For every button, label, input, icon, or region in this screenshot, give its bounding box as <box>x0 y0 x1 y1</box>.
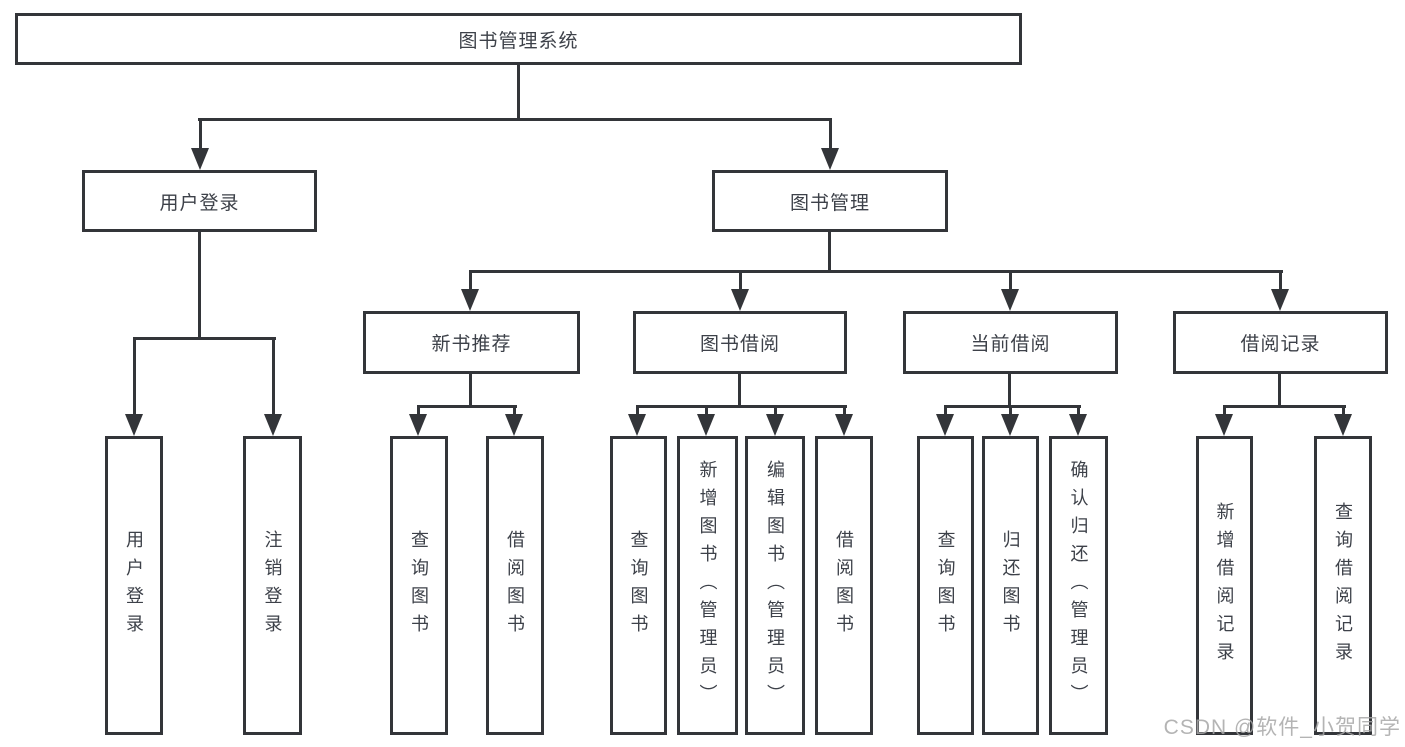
arrow-to-leaf-logout <box>264 337 282 436</box>
leaf-label: 查询图书 <box>409 529 429 642</box>
edge-book-borrow-stem <box>738 374 741 408</box>
leaf-label: 借阅图书 <box>505 529 525 642</box>
node-user-login: 用户登录 <box>82 170 317 232</box>
edge-book-mgmt-fork <box>469 270 1283 273</box>
arrow-leaf <box>1334 405 1352 436</box>
arrow-to-user-login <box>191 118 209 170</box>
leaf-label: 新增借阅记录 <box>1214 501 1235 670</box>
leaf-logout-login: 注销登录 <box>243 436 302 735</box>
node-book-borrow: 图书借阅 <box>633 311 847 374</box>
arrow-to-book-management <box>821 118 839 170</box>
node-new-book-recommend-label: 新书推荐 <box>431 334 512 355</box>
leaf-edit-books-admin: 编辑图书（管理员） <box>745 436 805 735</box>
edge-borrow-records-stem <box>1278 374 1281 408</box>
leaf-add-borrow-record: 新增借阅记录 <box>1196 436 1253 735</box>
arrow-to-new-book-recommend <box>461 270 479 311</box>
arrow-leaf <box>835 405 853 436</box>
leaf-borrow-books-recommend: 借阅图书 <box>486 436 544 735</box>
node-root-label: 图书管理系统 <box>458 30 579 52</box>
edge-root-stem <box>517 65 520 121</box>
leaf-label: 查询借阅记录 <box>1333 501 1353 670</box>
node-current-borrow-label: 当前借阅 <box>970 334 1051 355</box>
node-borrow-records: 借阅记录 <box>1173 311 1388 374</box>
leaf-label: 新增图书（管理员） <box>697 459 718 712</box>
arrow-leaf <box>766 405 784 436</box>
arrow-leaf <box>409 405 427 436</box>
leaf-query-books-current: 查询图书 <box>917 436 974 735</box>
leaf-label: 注销登录 <box>262 529 283 642</box>
edge-current-borrow-fork <box>944 405 1081 408</box>
edge-user-login-fork <box>133 337 276 340</box>
arrow-to-leaf-user-login <box>125 337 143 436</box>
edge-current-borrow-stem <box>1008 374 1011 408</box>
leaf-user-login: 用户登录 <box>105 436 163 735</box>
leaf-label: 归还图书 <box>1000 529 1021 642</box>
leaf-label: 查询图书 <box>935 529 956 642</box>
edge-book-mgmt-stem <box>828 232 831 273</box>
leaf-query-borrow-record: 查询借阅记录 <box>1314 436 1372 735</box>
arrow-leaf <box>697 405 715 436</box>
leaf-query-books-recommend: 查询图书 <box>390 436 448 735</box>
edge-root-fork <box>198 118 831 121</box>
node-user-login-label: 用户登录 <box>159 192 240 214</box>
edge-book-borrow-fork <box>636 405 847 408</box>
leaf-add-books-admin: 新增图书（管理员） <box>677 436 738 735</box>
leaf-label: 查询图书 <box>628 529 649 642</box>
edge-user-login-stem <box>198 232 201 340</box>
arrow-leaf <box>628 405 646 436</box>
leaf-return-books: 归还图书 <box>982 436 1039 735</box>
leaf-query-books-borrow: 查询图书 <box>610 436 667 735</box>
leaf-label: 确认归还（管理员） <box>1068 459 1089 712</box>
leaf-label: 用户登录 <box>124 529 144 642</box>
node-new-book-recommend: 新书推荐 <box>363 311 580 374</box>
arrow-leaf <box>505 405 523 436</box>
leaf-label: 编辑图书（管理员） <box>765 459 785 712</box>
edge-new-book-stem <box>469 374 472 408</box>
arrow-to-borrow-records <box>1271 270 1289 311</box>
node-borrow-records-label: 借阅记录 <box>1240 334 1321 355</box>
arrow-leaf <box>1069 405 1087 436</box>
csdn-watermark: CSDN @软件_小贺同学 <box>1163 716 1401 739</box>
arrow-leaf <box>1001 405 1019 436</box>
node-current-borrow: 当前借阅 <box>903 311 1118 374</box>
leaf-label: 借阅图书 <box>834 529 854 642</box>
arrow-to-book-borrow <box>731 270 749 311</box>
leaf-confirm-return-admin: 确认归还（管理员） <box>1049 436 1108 735</box>
arrow-to-current-borrow <box>1001 270 1019 311</box>
leaf-borrow-books: 借阅图书 <box>815 436 873 735</box>
edge-borrow-records-fork <box>1223 405 1346 408</box>
arrow-leaf <box>936 405 954 436</box>
node-root: 图书管理系统 <box>15 13 1022 65</box>
edge-new-book-fork <box>417 405 517 408</box>
node-book-management-label: 图书管理 <box>789 192 870 214</box>
node-book-management: 图书管理 <box>712 170 948 232</box>
node-book-borrow-label: 图书借阅 <box>699 334 780 355</box>
arrow-leaf <box>1215 405 1233 436</box>
